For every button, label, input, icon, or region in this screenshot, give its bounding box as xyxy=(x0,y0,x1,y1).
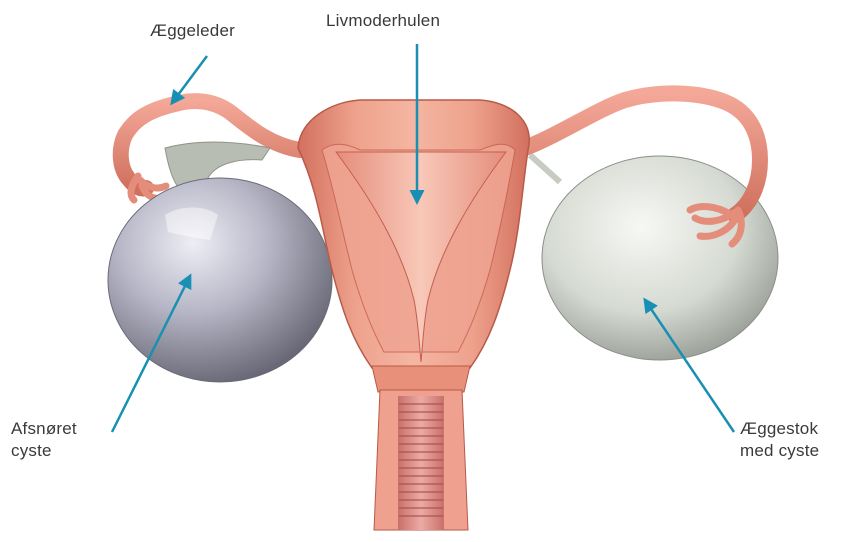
label-fallopian-tube: Æggeleder xyxy=(150,20,235,42)
left-detached-cyst xyxy=(108,178,332,382)
right-ovary-cyst xyxy=(542,156,778,360)
label-detached-cyst-line1: Afsnøret xyxy=(11,418,77,440)
label-detached-cyst: Afsnøret cyste xyxy=(11,418,77,462)
cervix xyxy=(372,366,470,392)
label-ovary-cyst-line2: med cyste xyxy=(740,440,819,462)
label-uterine-cavity: Livmoderhulen xyxy=(326,10,440,32)
label-ovary-cyst: Æggestok med cyste xyxy=(740,418,819,462)
label-detached-cyst-line2: cyste xyxy=(11,440,77,462)
label-ovary-cyst-line1: Æggestok xyxy=(740,418,819,440)
